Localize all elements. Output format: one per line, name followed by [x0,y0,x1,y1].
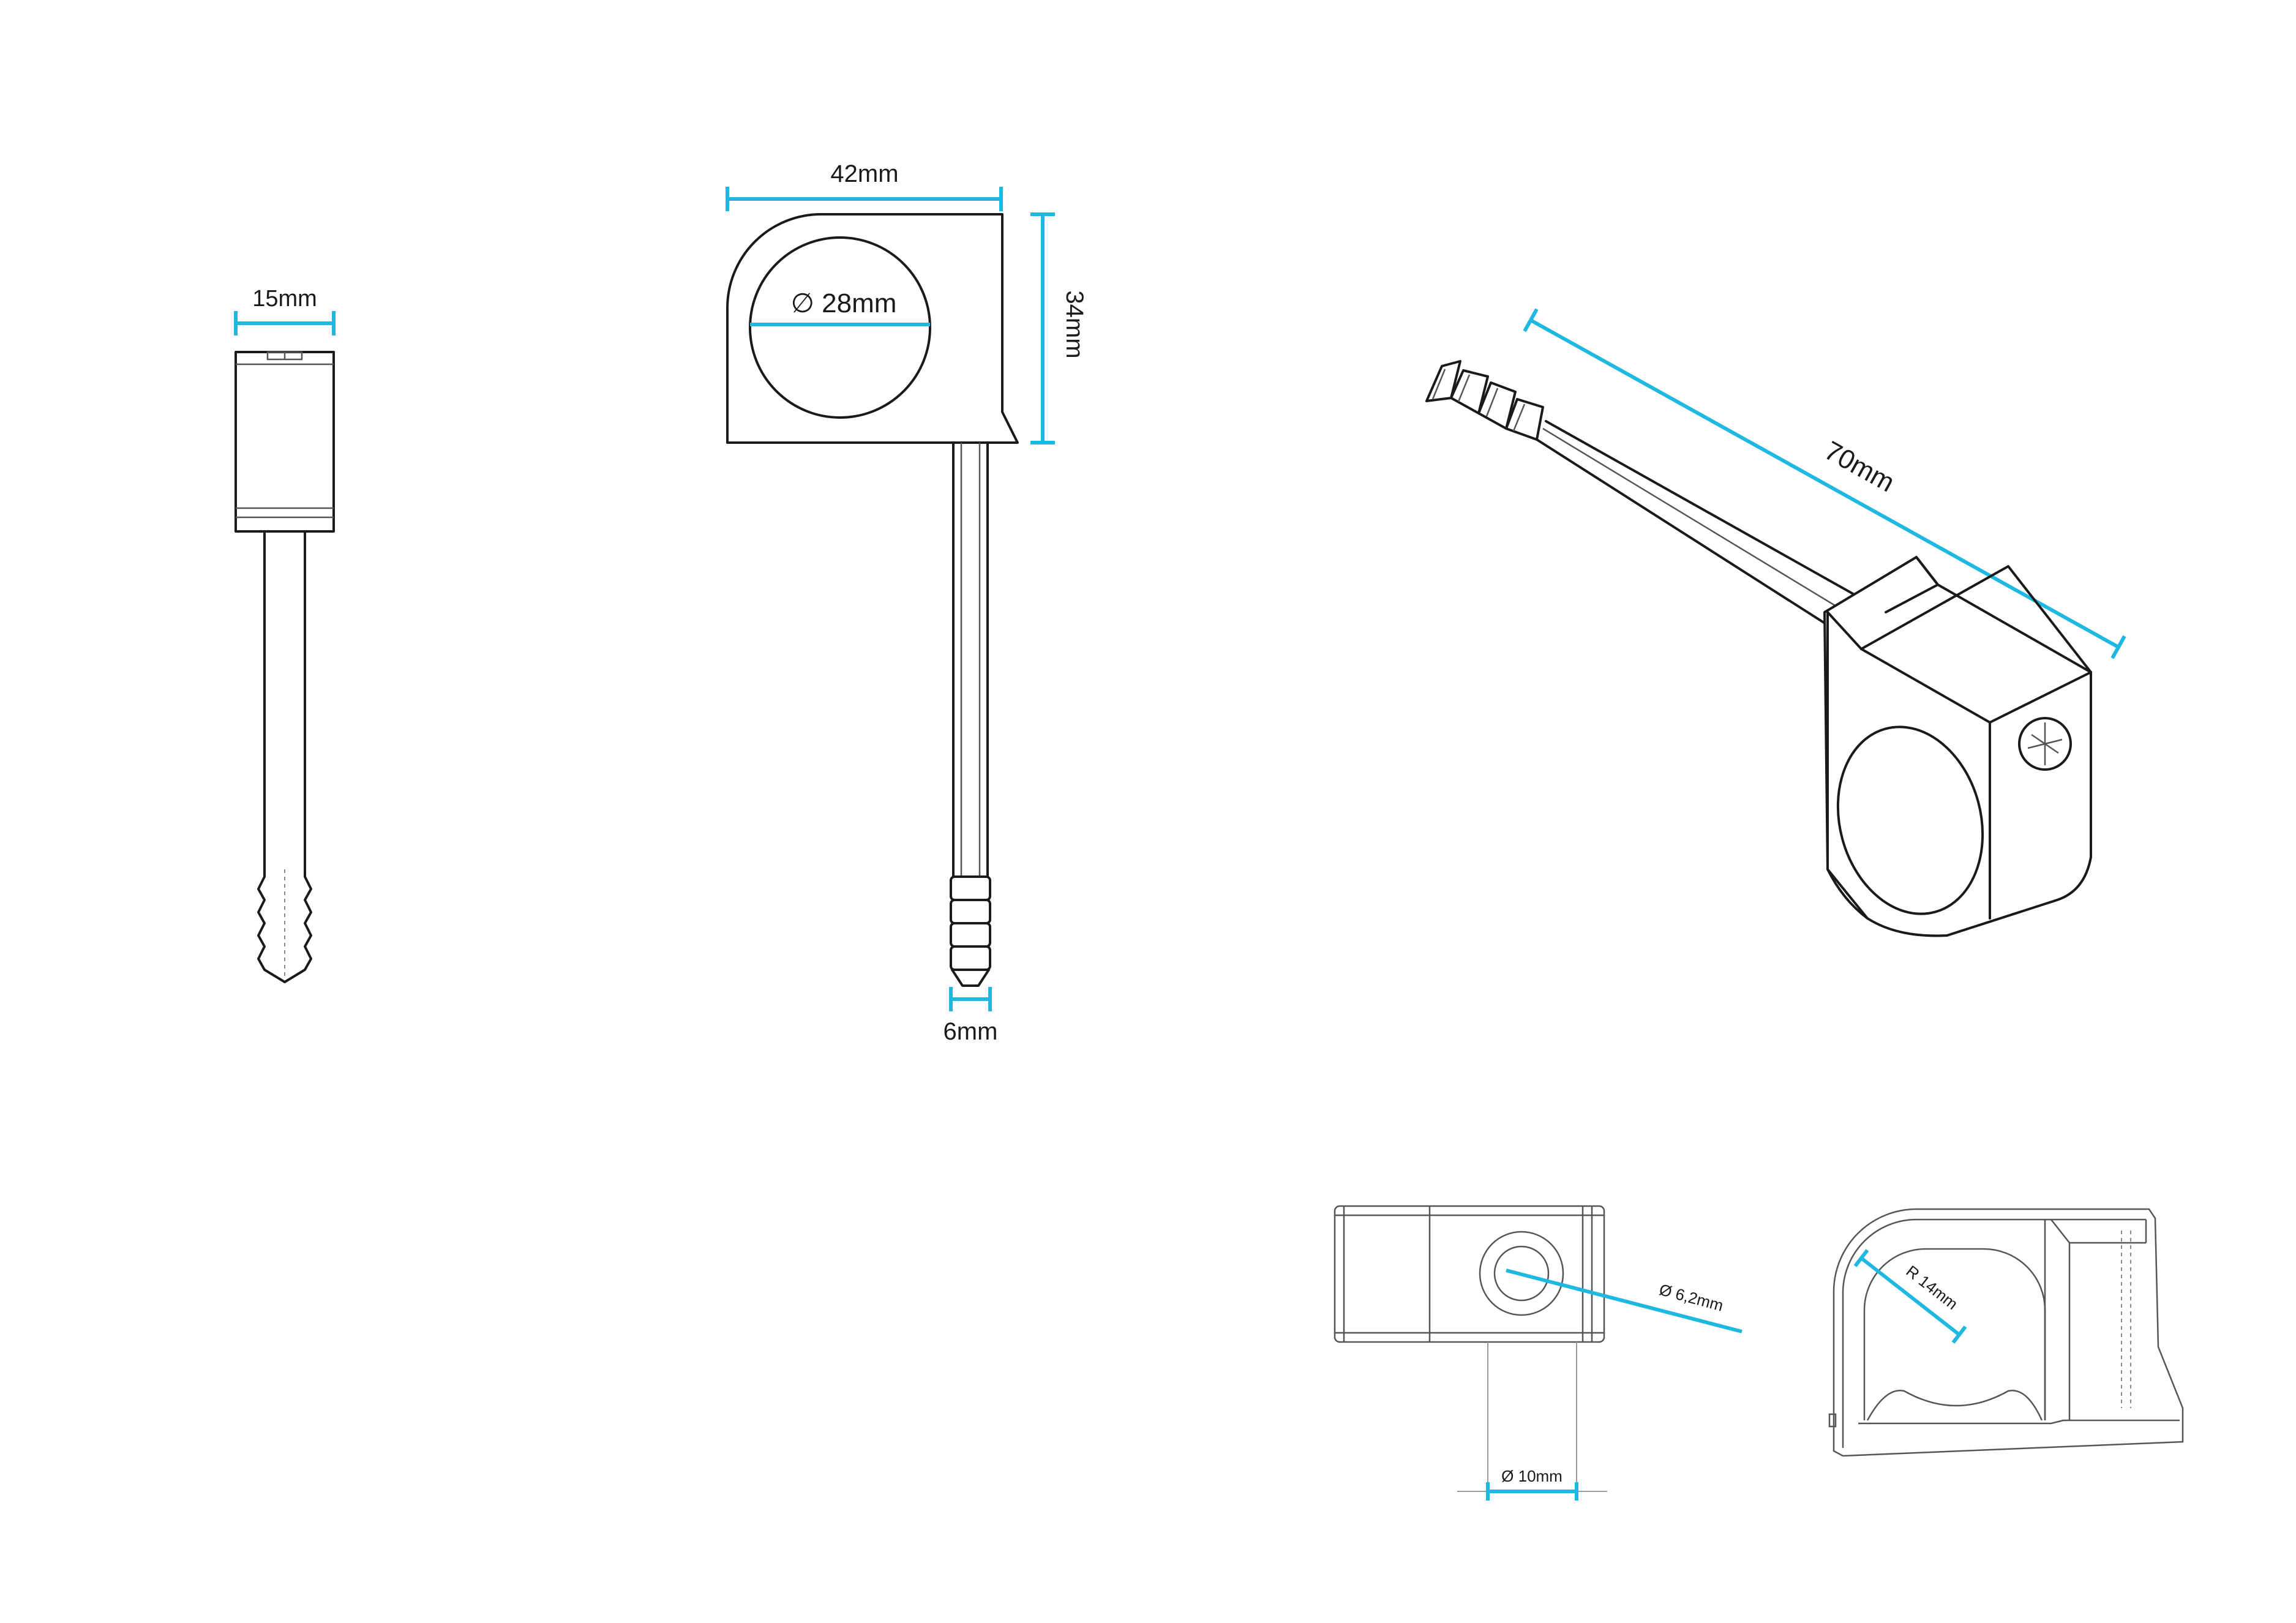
inner-radius-label: R 14mm [1903,1262,1962,1313]
front-view-body [726,213,1019,444]
shell-view-body [1828,1208,2184,1457]
side-view-dimension-15mm: 15mm [234,286,336,335]
front-height-label: 34mm [1061,290,1088,358]
top-view-dimension-10mm: Ø 10mm [1486,1467,1578,1501]
front-view-dimension-6mm: 6mm [944,987,998,1045]
front-view-dimension-34mm: 34mm [1030,212,1088,444]
shell-view-dimension-r14mm: R 14mm [1853,1249,1967,1344]
front-width-label: 42mm [830,160,898,187]
isometric-shank [1425,360,1887,638]
side-view-shank [257,530,312,983]
shell-view-detail: R 14mm [1828,1208,2184,1457]
front-view-shank [950,441,991,987]
top-view-body [1334,1205,1605,1343]
top-view-dimension-6-2mm: Ø 6,2mm [1506,1269,1743,1333]
pin-hole-label: Ø 10mm [1501,1467,1563,1485]
isometric-view: 70mm [1425,308,2126,937]
side-view-head [234,351,335,533]
front-view-dimension-42mm: 42mm [726,160,1003,211]
screw-hole-label: Ø 6,2mm [1657,1280,1725,1315]
isometric-dimension-70mm: 70mm [1523,308,2126,659]
front-view: 42mm 34mm ∅ 28mm [726,160,1088,1045]
top-view-detail: Ø 6,2mm Ø 10mm [1334,1205,1743,1501]
front-view-dimension-28mm: ∅ 28mm [750,288,930,326]
isometric-body [1823,556,2092,937]
pin-diameter-label: 6mm [944,1018,998,1045]
hole-diameter-label: ∅ 28mm [791,288,897,318]
side-width-label: 15mm [252,286,317,312]
side-view: 15mm [234,286,336,983]
